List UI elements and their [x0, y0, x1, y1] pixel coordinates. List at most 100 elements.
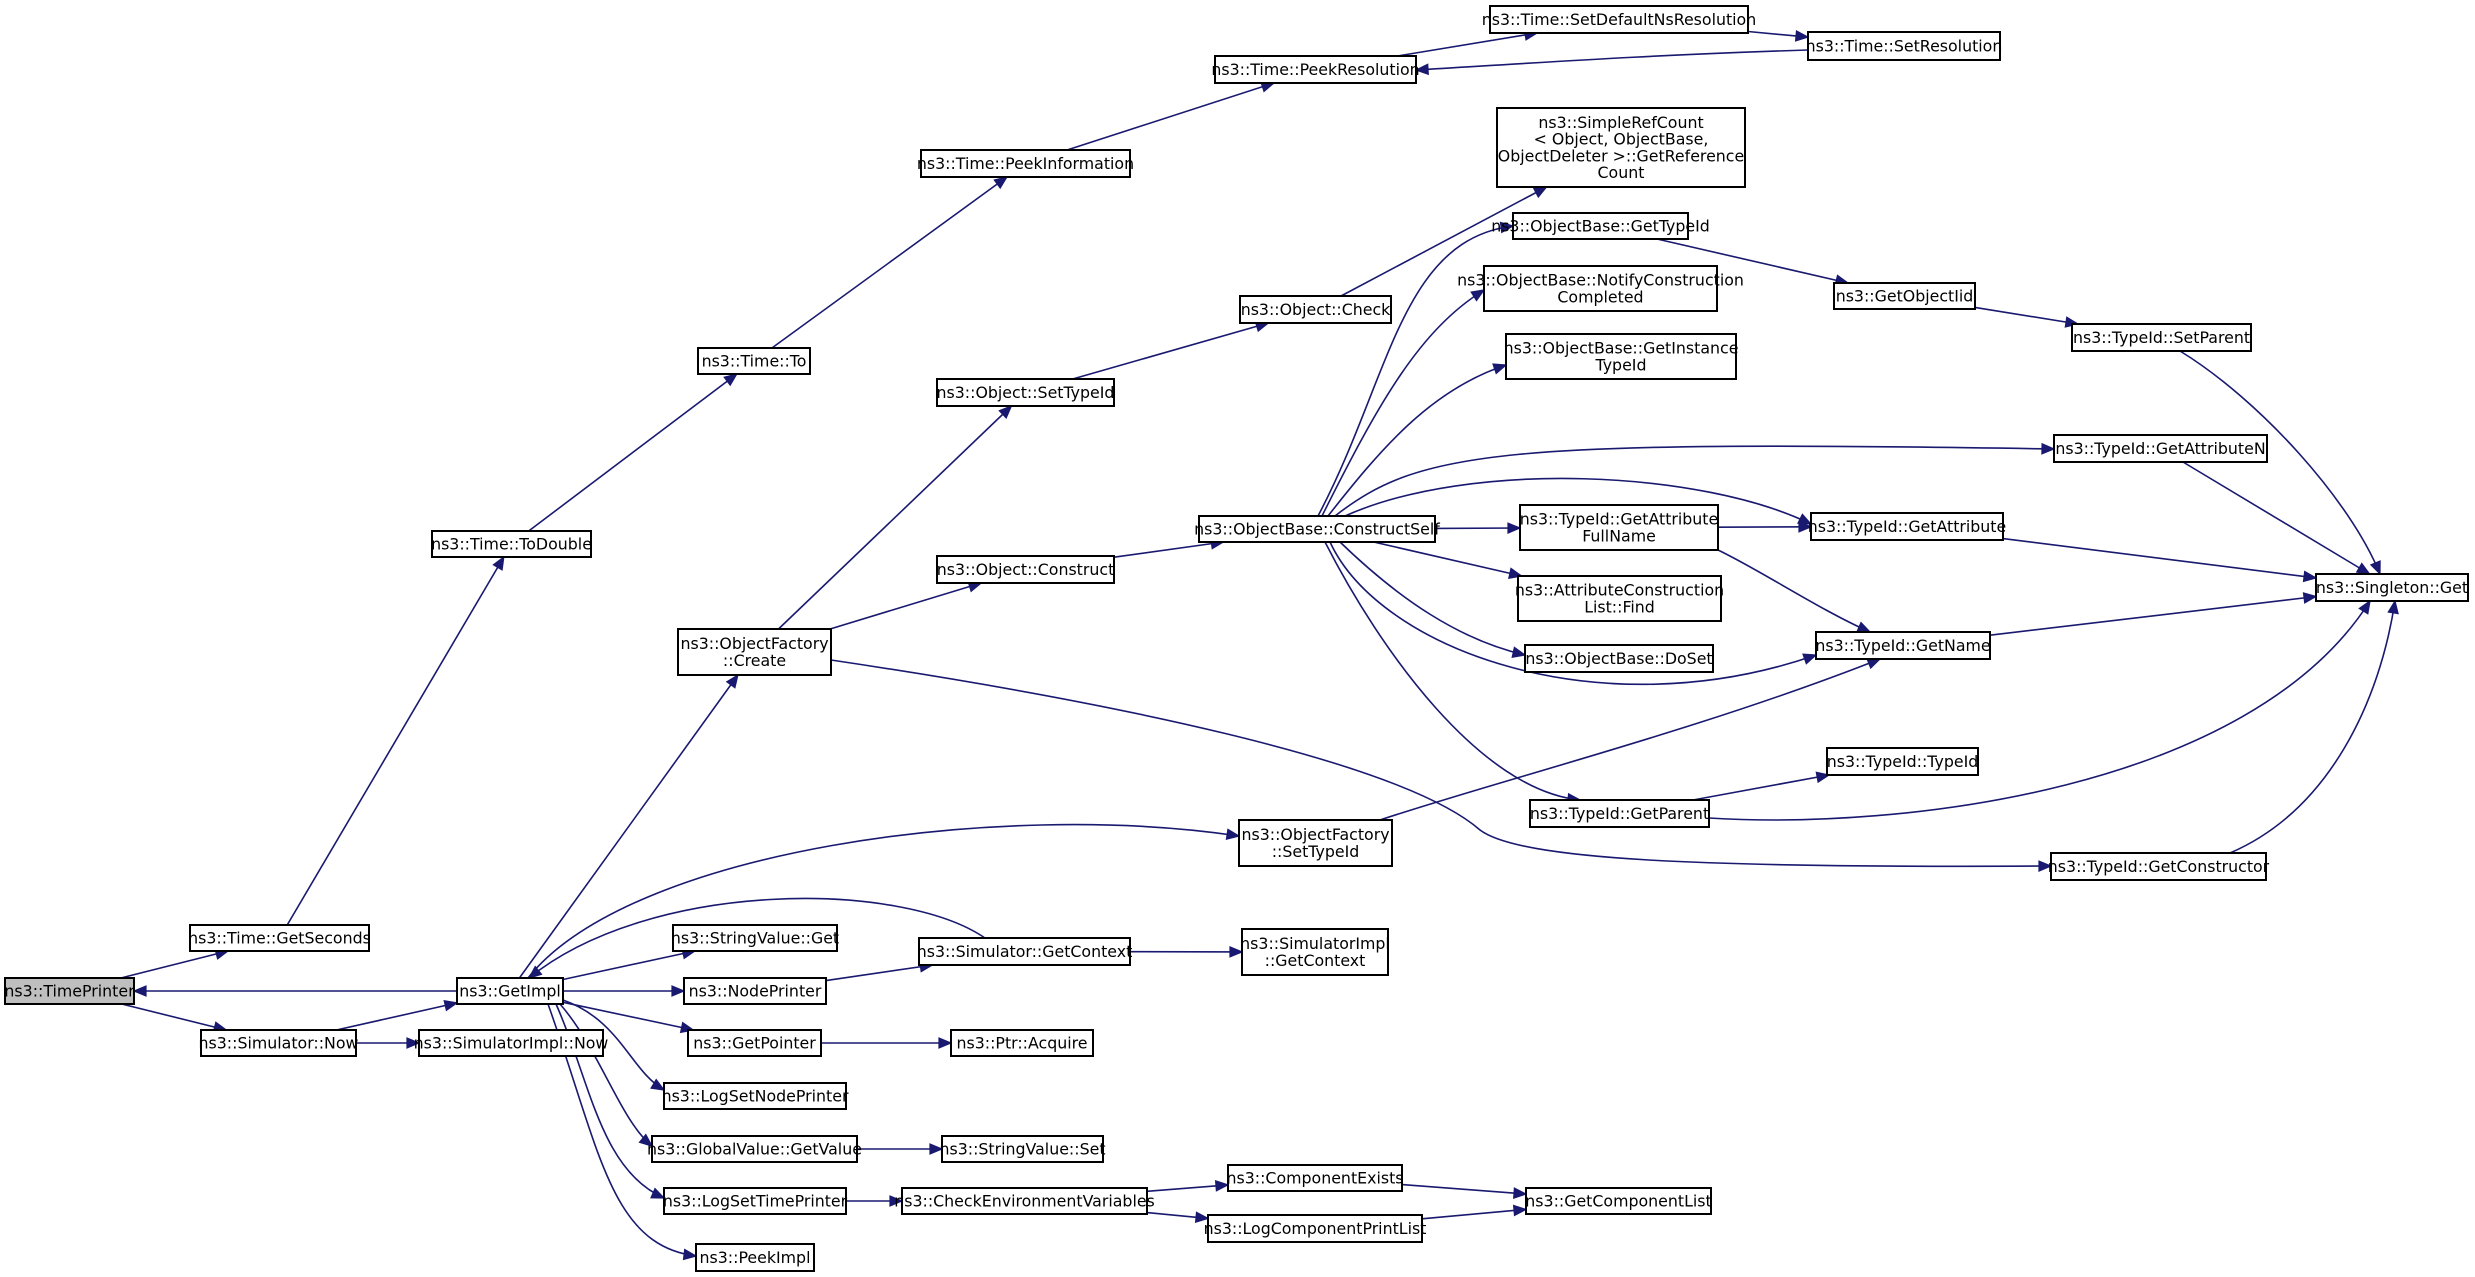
node-typeid_getconstructor[interactable]: ns3::TypeId::GetConstructor	[2048, 852, 2270, 881]
node-time_to[interactable]: ns3::Time::To	[697, 347, 811, 375]
node-box[interactable]	[663, 1187, 847, 1215]
node-box[interactable]	[456, 977, 564, 1005]
node-stringvalue_set[interactable]: ns3::StringValue::Set	[939, 1135, 1106, 1163]
node-box[interactable]	[1241, 928, 1389, 976]
node-box[interactable]	[941, 1135, 1104, 1163]
node-box[interactable]	[1207, 1214, 1423, 1243]
node-box[interactable]	[4, 977, 135, 1005]
node-box[interactable]	[677, 628, 832, 676]
node-box[interactable]	[431, 530, 592, 558]
node-box[interactable]	[1238, 819, 1393, 867]
node-box[interactable]	[683, 977, 827, 1005]
node-checkenvironmentvariables[interactable]: ns3::CheckEnvironmentVariables	[894, 1187, 1155, 1215]
edge-objectbase_constructself-to-typeid_getattributen	[1334, 442, 2056, 517]
node-box[interactable]	[1826, 747, 1979, 776]
node-time_setdefaultnsresolution[interactable]: ns3::Time::SetDefaultNsResolution	[1482, 5, 1757, 34]
node-ptr_acquire[interactable]: ns3::Ptr::Acquire	[950, 1029, 1094, 1057]
node-simulator_now[interactable]: ns3::Simulator::Now	[199, 1029, 359, 1057]
node-box[interactable]	[920, 149, 1131, 178]
node-label: ns3::ObjectFactory	[1241, 825, 1389, 844]
node-box[interactable]	[1519, 504, 1719, 551]
node-box[interactable]	[1198, 515, 1436, 543]
node-box[interactable]	[687, 1029, 822, 1057]
node-object_settypeid[interactable]: ns3::Object::SetTypeId	[936, 378, 1115, 407]
arrowhead-icon	[1229, 946, 1244, 958]
arrowhead-icon	[1815, 771, 1831, 784]
node-objectfactory_create[interactable]: ns3::ObjectFactory::Create	[677, 628, 832, 676]
node-simulatorimpl_now[interactable]: ns3::SimulatorImpl::Now	[414, 1029, 609, 1057]
node-peekimpl[interactable]: ns3::PeekImpl	[695, 1243, 815, 1272]
node-simplerefcount[interactable]: ns3::SimpleRefCount< Object, ObjectBase,…	[1496, 107, 1746, 188]
node-box[interactable]	[418, 1029, 604, 1057]
node-singleton_get[interactable]: ns3::Singleton::Get	[2315, 573, 2469, 602]
node-nodeprinter[interactable]: ns3::NodePrinter	[683, 977, 827, 1005]
node-box[interactable]	[1505, 333, 1737, 380]
node-box[interactable]	[1525, 1187, 1712, 1215]
node-box[interactable]	[936, 555, 1115, 584]
node-box[interactable]	[1496, 107, 1746, 188]
node-objectbase_notifyconstructioncompleted[interactable]: ns3::ObjectBase::NotifyConstructionCompl…	[1457, 265, 1744, 312]
node-box[interactable]	[1214, 55, 1417, 84]
node-time_peekresolution[interactable]: ns3::Time::PeekResolution	[1211, 55, 1420, 84]
node-box[interactable]	[1833, 282, 1976, 310]
node-objectbase_doset[interactable]: ns3::ObjectBase::DoSet	[1524, 644, 1714, 673]
node-box[interactable]	[200, 1029, 357, 1057]
node-objectfactory_settypeid[interactable]: ns3::ObjectFactory::SetTypeId	[1238, 819, 1393, 867]
node-box[interactable]	[1227, 1164, 1403, 1192]
node-typeid_typeid[interactable]: ns3::TypeId::TypeId	[1826, 747, 1979, 776]
node-box[interactable]	[1483, 265, 1718, 312]
node-box[interactable]	[1810, 512, 2004, 541]
node-box[interactable]	[2050, 852, 2267, 881]
node-box[interactable]	[1815, 631, 1991, 660]
node-box[interactable]	[918, 937, 1131, 966]
node-objectbase_constructself[interactable]: ns3::ObjectBase::ConstructSelf	[1194, 515, 1440, 543]
node-box[interactable]	[2071, 323, 2252, 352]
node-box[interactable]	[2053, 434, 2268, 463]
node-typeid_setparent[interactable]: ns3::TypeId::SetParent	[2071, 323, 2252, 352]
node-objectbase_gettypeid[interactable]: ns3::ObjectBase::GetTypeId	[1491, 212, 1710, 240]
node-componentexists[interactable]: ns3::ComponentExists	[1226, 1164, 1404, 1192]
node-getobjectiid[interactable]: ns3::GetObjectIid	[1833, 282, 1976, 310]
node-box[interactable]	[189, 924, 370, 952]
node-box[interactable]	[950, 1029, 1094, 1057]
node-box[interactable]	[901, 1187, 1148, 1215]
node-simulatorimpl_getcontext[interactable]: ns3::SimulatorImpl::GetContext	[1240, 928, 1390, 976]
node-box[interactable]	[1517, 575, 1722, 622]
node-box[interactable]	[1524, 644, 1714, 673]
node-stringvalue_get[interactable]: ns3::StringValue::Get	[671, 924, 839, 952]
node-box[interactable]	[695, 1243, 815, 1272]
node-logcomponentprintlist[interactable]: ns3::LogComponentPrintList	[1204, 1214, 1427, 1243]
node-getcomponentlist[interactable]: ns3::GetComponentList	[1525, 1187, 1712, 1215]
node-box[interactable]	[1239, 295, 1392, 324]
node-box[interactable]	[663, 1082, 847, 1110]
node-typeid_getname[interactable]: ns3::TypeId::GetName	[1815, 631, 1991, 660]
node-typeid_getparent[interactable]: ns3::TypeId::GetParent	[1529, 799, 1710, 828]
node-timeprinter[interactable]: ns3::TimePrinter	[4, 977, 135, 1005]
node-box[interactable]	[1512, 212, 1689, 240]
node-time_getseconds[interactable]: ns3::Time::GetSeconds	[188, 924, 371, 952]
node-box[interactable]	[2315, 573, 2469, 602]
node-time_todouble[interactable]: ns3::Time::ToDouble	[431, 530, 592, 558]
node-box[interactable]	[697, 347, 811, 375]
node-logsetnodeprinter[interactable]: ns3::LogSetNodePrinter	[662, 1082, 849, 1110]
node-logsettimeprinter[interactable]: ns3::LogSetTimePrinter	[663, 1187, 848, 1215]
node-box[interactable]	[651, 1135, 858, 1163]
node-simulator_getcontext[interactable]: ns3::Simulator::GetContext	[917, 937, 1133, 966]
node-getimpl[interactable]: ns3::GetImpl	[456, 977, 564, 1005]
node-typeid_getattributen[interactable]: ns3::TypeId::GetAttributeN	[2053, 434, 2268, 463]
node-time_peekinformation[interactable]: ns3::Time::PeekInformation	[917, 149, 1134, 178]
node-box[interactable]	[1529, 799, 1710, 828]
node-typeid_getattribute[interactable]: ns3::TypeId::GetAttribute	[1808, 512, 2006, 541]
node-box[interactable]	[672, 924, 838, 952]
node-time_setresolution[interactable]: ns3::Time::SetResolution	[1806, 31, 2003, 61]
node-getpointer[interactable]: ns3::GetPointer	[687, 1029, 822, 1057]
node-box[interactable]	[1489, 5, 1749, 34]
node-globalvalue_getvalue[interactable]: ns3::GlobalValue::GetValue	[647, 1135, 862, 1163]
node-box[interactable]	[936, 378, 1115, 407]
node-box[interactable]	[1807, 31, 2001, 61]
node-object_construct[interactable]: ns3::Object::Construct	[936, 555, 1115, 584]
node-object_check[interactable]: ns3::Object::Check	[1239, 295, 1392, 324]
